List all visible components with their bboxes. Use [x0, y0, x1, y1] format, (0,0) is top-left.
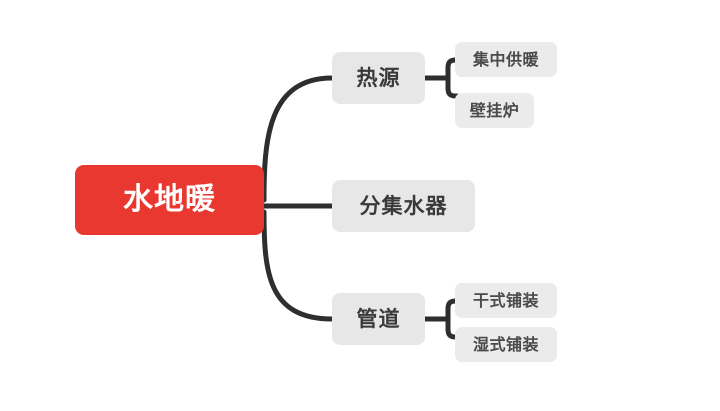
leaf-node-central-heating-label: 集中供暖	[472, 49, 539, 69]
branch-node-pipe-label: 管道	[356, 306, 401, 331]
leaf-node-dry-installation-label: 干式铺装	[472, 290, 539, 310]
root-node[interactable]: 水地暖	[75, 165, 264, 235]
leaf-node-central-heating[interactable]: 集中供暖	[455, 42, 557, 77]
leaf-node-wall-hung-boiler[interactable]: 壁挂炉	[455, 93, 534, 128]
root-node-label: 水地暖	[123, 182, 216, 217]
branch-node-heat-source[interactable]: 热源	[332, 52, 425, 104]
edge-root-to-pipe	[261, 209, 335, 322]
leaf-node-wall-hung-boiler-label: 壁挂炉	[469, 100, 520, 120]
leaf-node-wet-installation-label: 湿式铺装	[472, 334, 539, 354]
leaf-node-dry-installation[interactable]: 干式铺装	[455, 283, 557, 318]
leaf-node-wet-installation[interactable]: 湿式铺装	[455, 327, 557, 362]
branch-node-manifold[interactable]: 分集水器	[332, 180, 475, 232]
edge-root-to-heat	[261, 75, 335, 203]
branch-node-heat-source-label: 热源	[356, 65, 401, 90]
branch-node-manifold-label: 分集水器	[359, 193, 448, 218]
branch-node-pipe[interactable]: 管道	[332, 293, 425, 345]
